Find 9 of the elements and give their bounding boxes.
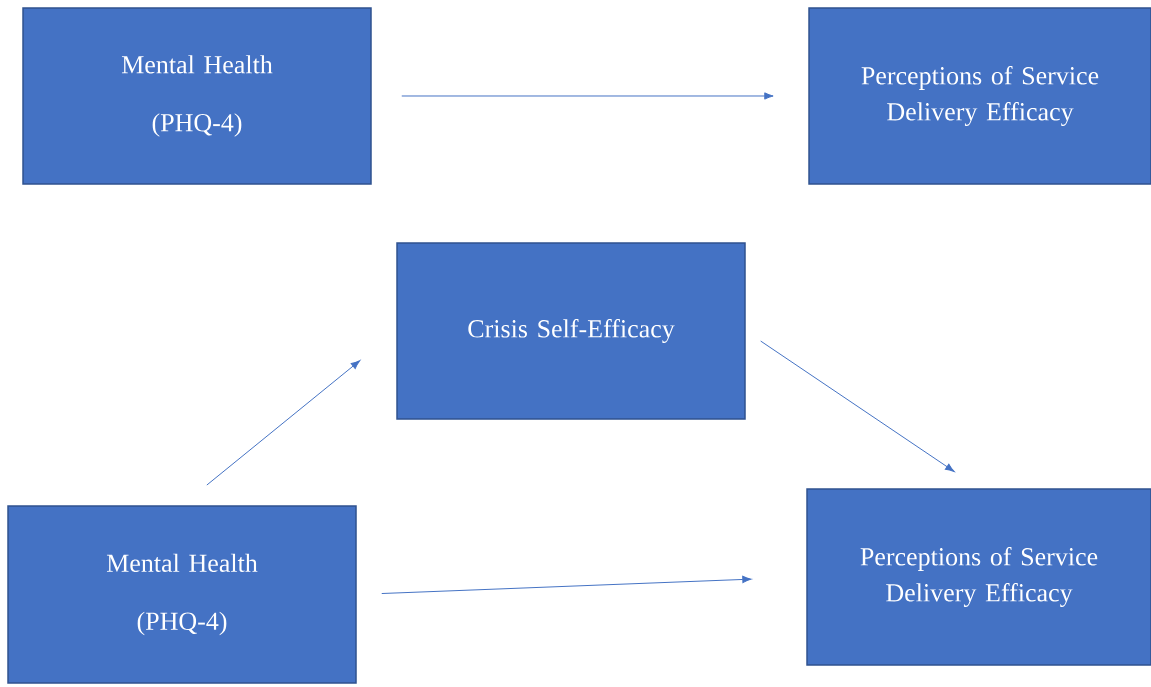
process-box: Crisis Self-Efficacy	[396, 242, 746, 420]
process-box: Mental Health (PHQ-4)	[7, 505, 357, 684]
arrow	[381, 575, 752, 594]
arrow	[401, 92, 774, 100]
arrow	[206, 360, 361, 486]
process-box: Perceptions of Service Delivery Efficacy	[808, 7, 1151, 185]
arrow	[760, 340, 955, 472]
process-box: Mental Health (PHQ-4)	[22, 7, 372, 185]
process-box: Perceptions of Service Delivery Efficacy	[806, 488, 1151, 666]
